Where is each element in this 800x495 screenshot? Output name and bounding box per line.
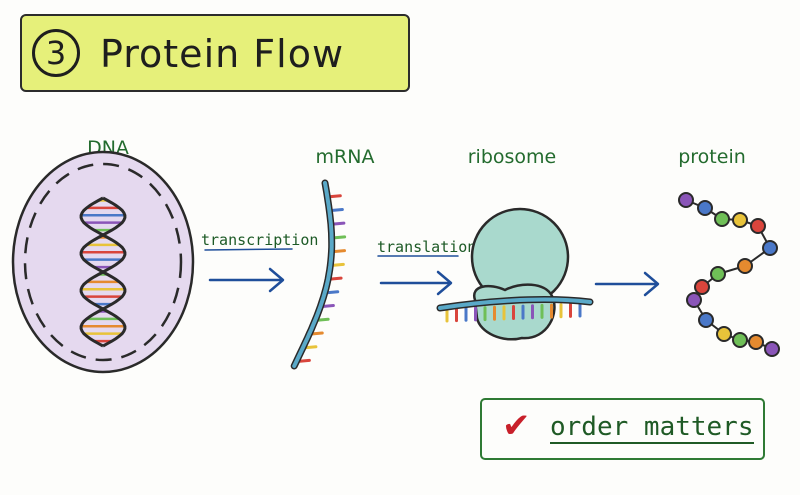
dna-double-helix-icon <box>79 196 127 348</box>
protein-chain-icon <box>678 192 780 357</box>
translation-arrow <box>377 255 459 296</box>
stage-label-protein: protein <box>678 146 746 168</box>
note-text: order matters <box>550 412 754 444</box>
note-box: ✔ order matters <box>480 398 765 460</box>
step-number-badge: 3 <box>32 29 80 77</box>
protein-arrow <box>594 271 660 297</box>
stage-label-ribosome: ribosome <box>467 146 557 168</box>
arrow-label-translation: translation <box>377 238 477 256</box>
arrow-label-transcription: transcription <box>201 231 319 249</box>
page-title: Protein Flow <box>100 32 345 76</box>
ribosome-mrna-strand-icon <box>436 296 594 323</box>
mrna-strand-icon <box>290 179 347 370</box>
check-icon: ✔ <box>502 406 531 446</box>
nucleus-icon <box>11 150 195 374</box>
transcription-arrow <box>204 248 293 293</box>
title-banner: 3 Protein Flow <box>20 14 410 92</box>
stage-label-mrna: mRNA <box>315 146 375 168</box>
